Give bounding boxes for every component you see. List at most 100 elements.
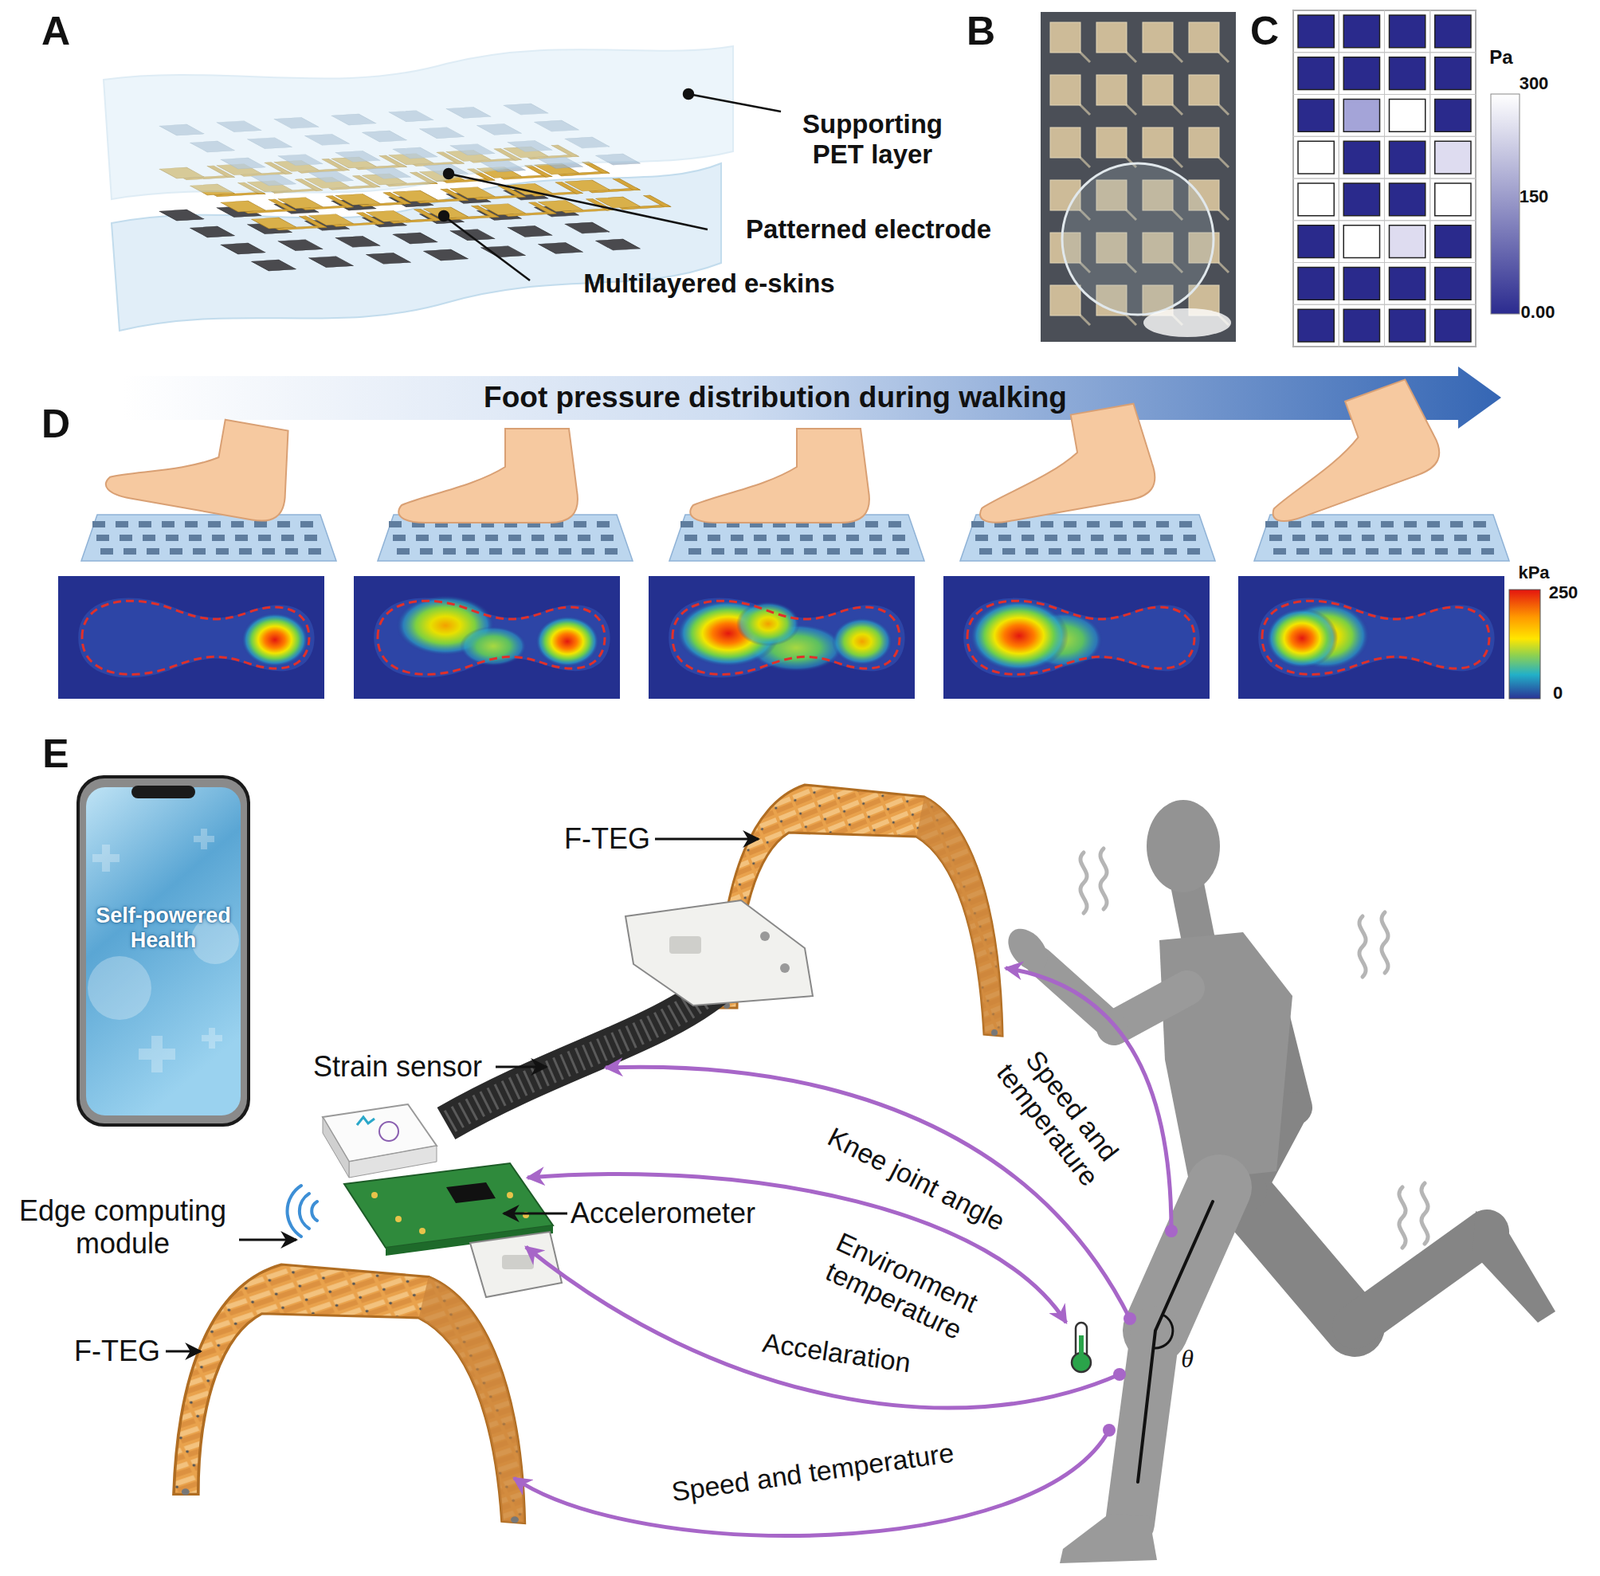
foot-pressure-map	[78, 598, 314, 679]
sensor-photo	[1050, 22, 1081, 53]
foot-pressure-map	[963, 598, 1200, 679]
device-label: Edge computing module	[3, 1194, 243, 1261]
runner-figure	[1137, 1201, 1213, 1483]
foot-on-mat	[1117, 548, 1131, 555]
e-skin-pads	[450, 229, 495, 241]
leader-line	[683, 89, 694, 99]
grid-cell	[1389, 225, 1426, 259]
smartphone	[79, 778, 248, 1124]
foot-on-mat	[776, 534, 790, 542]
foot-on-mat	[690, 428, 870, 523]
foot-on-mat	[1365, 548, 1379, 555]
foot-on-mat	[1403, 521, 1417, 528]
smartphone	[87, 956, 152, 1020]
mounting-clip	[760, 931, 770, 942]
colorbar-tick: 0	[1552, 682, 1563, 703]
foot-pressure-map	[1262, 600, 1490, 675]
grid-cell	[1389, 267, 1426, 301]
foot-on-mat	[757, 548, 771, 555]
grid-cell	[1343, 15, 1380, 48]
grid-cell	[1384, 136, 1431, 179]
foot-on-mat	[1319, 548, 1333, 555]
e-skin-pads	[596, 239, 641, 251]
foot-on-mat	[485, 534, 499, 542]
runner-figure	[1154, 1314, 1173, 1349]
grid-cell	[1338, 304, 1385, 347]
grid-cell	[1430, 136, 1476, 179]
foot-on-mat	[304, 534, 318, 542]
smartphone	[76, 775, 251, 1127]
foot-on-mat	[1450, 521, 1463, 528]
foot-on-mat	[600, 534, 614, 542]
signal-label: Knee joint angle	[822, 1121, 1010, 1238]
grid-cell	[1343, 309, 1380, 342]
grid-cell	[1435, 15, 1471, 48]
grid-cell	[1430, 52, 1476, 95]
thermoelectric-generator	[173, 1264, 525, 1523]
foot-on-mat	[1427, 521, 1440, 528]
grid-cell	[1338, 178, 1385, 221]
runner-figure	[1243, 1195, 1355, 1327]
electrode-pattern	[507, 183, 553, 195]
e-skin-pads	[507, 225, 553, 237]
electrode-pattern	[481, 203, 526, 216]
grid-cell	[1384, 52, 1431, 95]
foot-pressure-map	[459, 626, 527, 667]
foot-on-mat	[535, 548, 549, 555]
grid-cell	[1435, 99, 1471, 133]
foot-on-mat	[1407, 534, 1421, 542]
heat-waves	[1381, 912, 1389, 973]
grid-cell	[1430, 304, 1476, 347]
panel-letter: E	[42, 731, 69, 778]
foot-on-mat	[1473, 521, 1487, 528]
foot-on-mat	[142, 534, 156, 542]
smartphone	[138, 1048, 176, 1060]
grid-cell	[1343, 225, 1380, 259]
foot-on-mat	[800, 534, 813, 542]
smartphone	[193, 835, 215, 843]
foot-on-mat	[680, 521, 694, 528]
colorbar-unit: Pa	[1489, 46, 1513, 69]
foot-on-mat	[1133, 521, 1146, 528]
foot-on-mat	[734, 548, 748, 555]
sensor-photo	[1050, 127, 1081, 158]
grid-cell	[1384, 94, 1431, 138]
sensor-photo	[1050, 74, 1081, 106]
sensor-photo	[1096, 22, 1127, 53]
e-skin-pads	[423, 249, 469, 261]
foot-on-mat	[730, 534, 744, 542]
leader-arrow	[495, 1066, 547, 1069]
foot-pressure-map	[943, 576, 1210, 699]
foot-on-mat	[184, 521, 198, 528]
foot-on-mat	[1334, 521, 1348, 528]
foot-on-mat	[1338, 534, 1352, 542]
foot-on-mat	[1254, 514, 1510, 561]
foot-on-mat	[388, 521, 402, 528]
foot-on-mat	[1311, 521, 1325, 528]
screen-text: Self-powered Health	[87, 903, 240, 953]
edge-computing-module	[322, 1117, 350, 1178]
foot-on-mat	[998, 534, 1012, 542]
e-skin-pads	[251, 259, 297, 271]
foot-pressure-map	[967, 600, 1195, 675]
foot-on-mat	[119, 534, 133, 542]
strain-sensor-strip	[446, 984, 722, 1124]
heat-waves	[1100, 848, 1107, 910]
foot-on-mat	[1380, 521, 1394, 528]
foot-pressure-map	[58, 576, 325, 699]
foot-on-mat	[1296, 548, 1310, 555]
foot-pressure-map	[1238, 576, 1505, 699]
grid-cell	[1389, 99, 1426, 133]
foot-on-mat	[577, 534, 591, 542]
foot-on-mat	[285, 548, 299, 555]
foot-on-mat	[262, 548, 275, 555]
heat-waves	[1399, 1187, 1406, 1248]
grid-cell	[1298, 15, 1334, 48]
sensor-photo	[1096, 74, 1127, 106]
panel-letter: D	[41, 401, 71, 448]
foot-on-mat	[508, 534, 522, 542]
foot-on-mat	[1244, 376, 1510, 561]
e-skin-pads	[159, 209, 204, 221]
foot-on-mat	[1454, 534, 1467, 542]
foot-pressure-map	[672, 600, 900, 675]
